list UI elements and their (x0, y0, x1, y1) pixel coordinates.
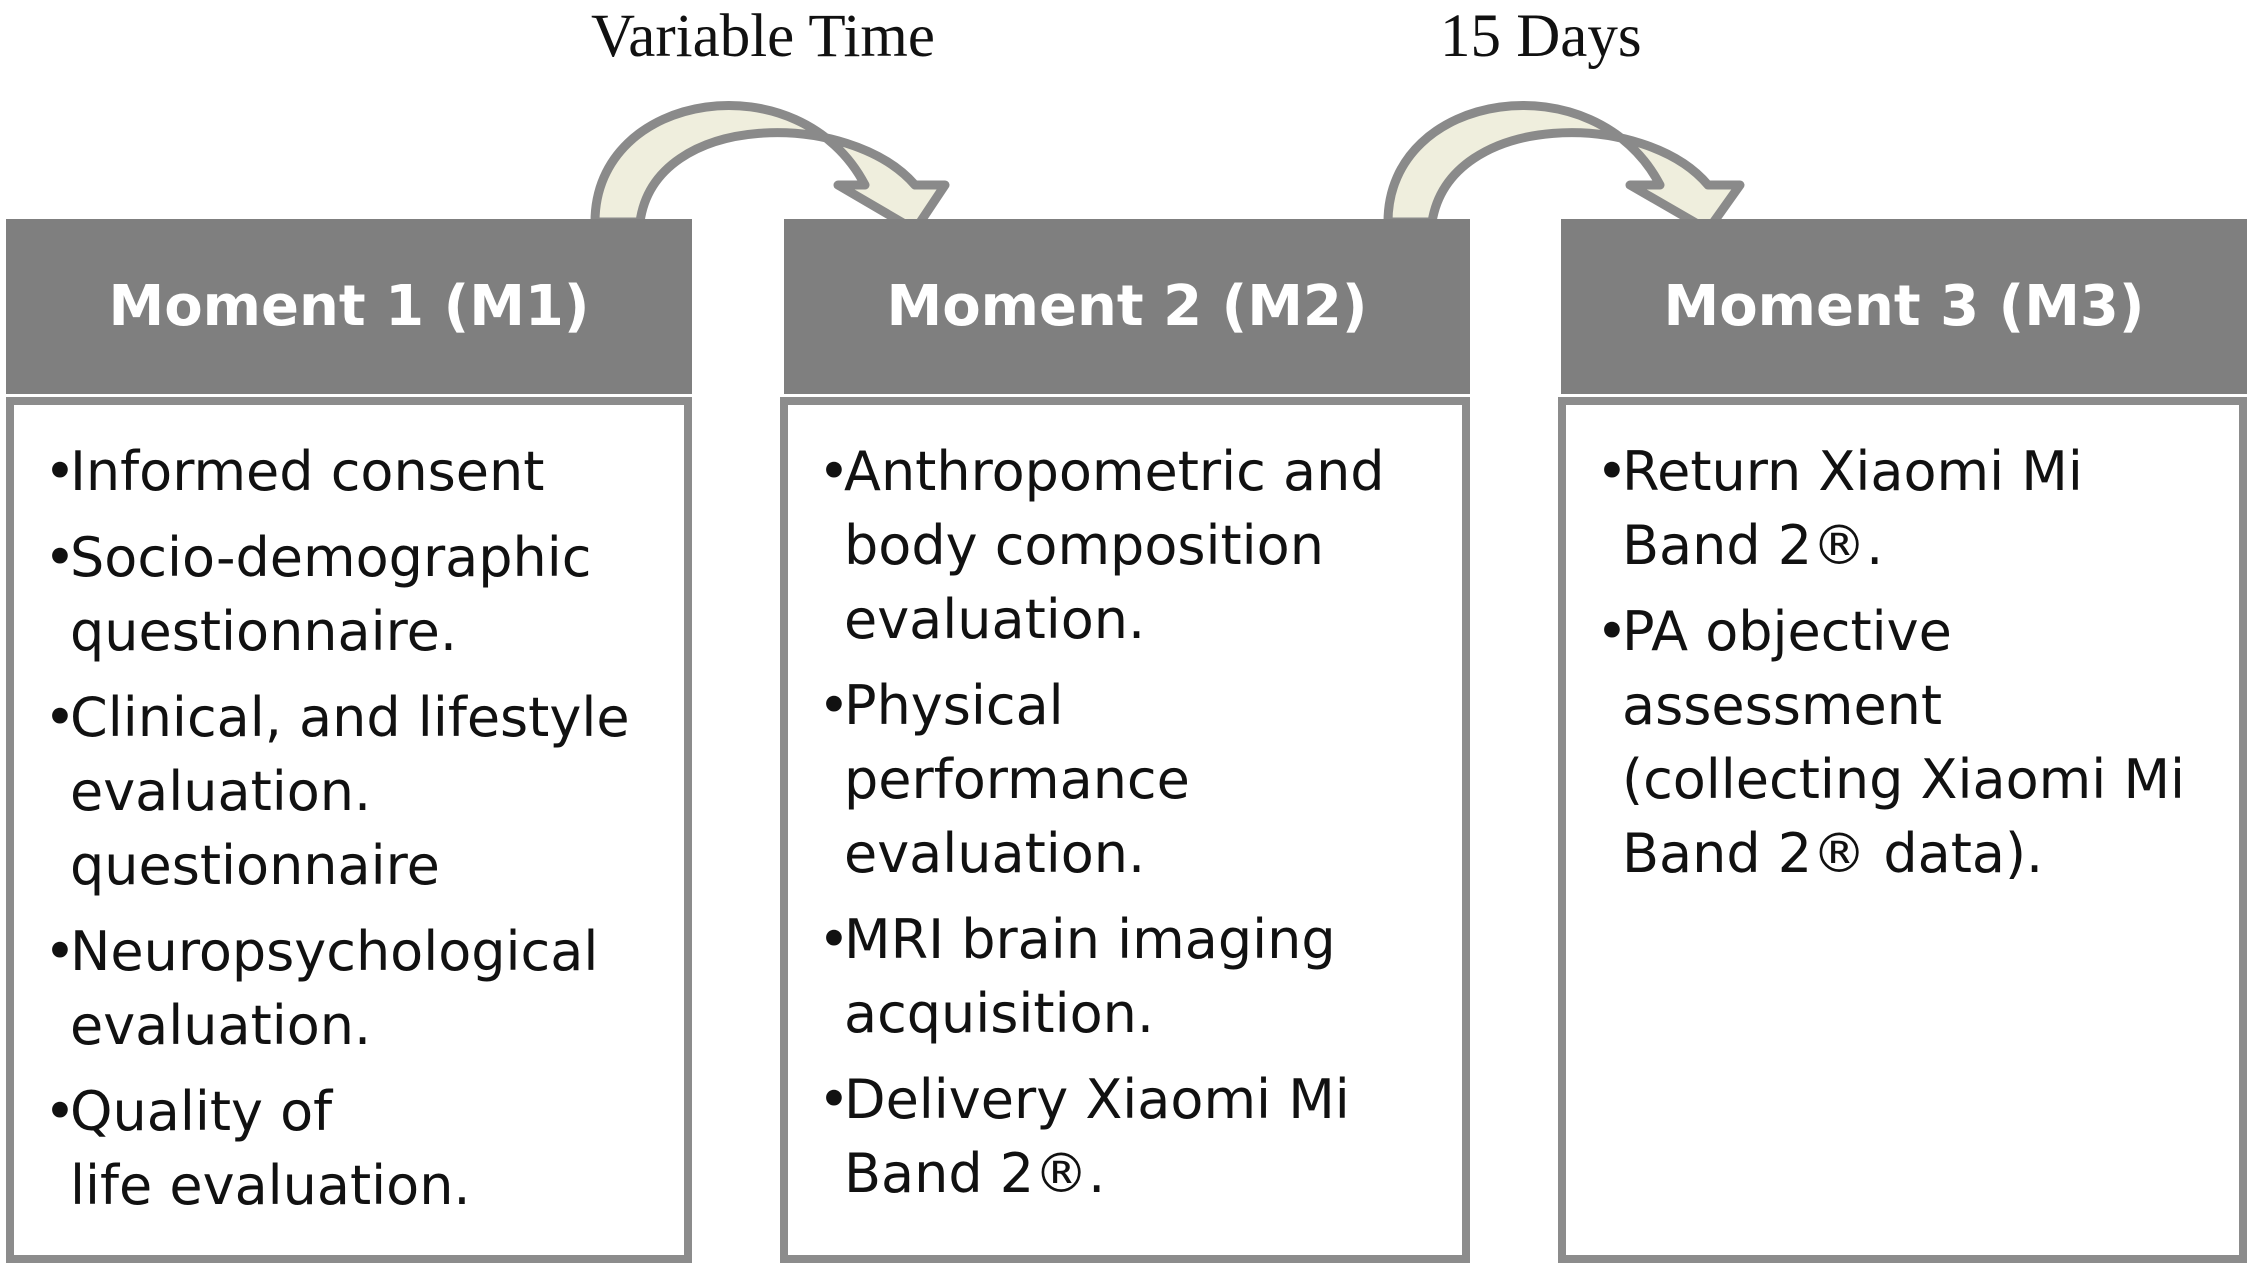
interval-label-m1-m2: Variable Time (591, 3, 935, 70)
list-item-text: Informed consent (70, 440, 545, 503)
bullet: • (1596, 600, 1628, 663)
list-item: •Delivery Xiaomi Mi Band 2®. (818, 1063, 1446, 1211)
moment-2-panel: •Anthropometric and body composition eva… (780, 397, 1470, 1263)
moment-3-header: Moment 3 (M3) (1561, 219, 2247, 394)
curved-arrow-m2-m3 (1383, 101, 1745, 235)
moment-1-panel: •Informed consent •Socio-demographic que… (6, 397, 692, 1263)
moment-2-item-list: •Anthropometric and body composition eva… (818, 435, 1446, 1211)
bullet: • (44, 686, 76, 749)
bullet: • (818, 908, 850, 971)
list-item-text: MRI brain imaging acquisition. (844, 908, 1336, 1045)
list-item: •PA objective assessment (collecting Xia… (1596, 595, 2223, 891)
list-item-text: Neuropsychological evaluation. (70, 920, 599, 1057)
bullet: • (1596, 440, 1628, 503)
list-item-text: Quality of life evaluation. (70, 1080, 471, 1217)
list-item: •Physical performance evaluation. (818, 669, 1446, 891)
list-item: •Neuropsychological evaluation. (44, 915, 668, 1063)
list-item-text: Anthropometric and body composition eval… (844, 440, 1385, 651)
list-item: •Quality of life evaluation. (44, 1075, 668, 1223)
list-item-text: PA objective assessment (collecting Xiao… (1622, 600, 2186, 885)
bullet: • (818, 440, 850, 503)
bullet: • (44, 1080, 76, 1143)
list-item: •Informed consent (44, 435, 668, 509)
bullet: • (44, 440, 76, 503)
bullet: • (44, 920, 76, 983)
interval-label-m2-m3: 15 Days (1440, 3, 1642, 70)
list-item: •Socio-demographic questionnaire. (44, 521, 668, 669)
list-item-text: Delivery Xiaomi Mi Band 2®. (844, 1068, 1350, 1205)
moment-2-header: Moment 2 (M2) (784, 219, 1470, 394)
list-item-text: Physical performance evaluation. (844, 674, 1190, 885)
moment-3-item-list: •Return Xiaomi Mi Band 2®. •PA objective… (1596, 435, 2223, 891)
curved-arrow-m1-m2 (590, 101, 950, 235)
list-item: •Clinical, and lifestyle evaluation. que… (44, 681, 668, 903)
list-item: •Return Xiaomi Mi Band 2®. (1596, 435, 2223, 583)
moment-1-item-list: •Informed consent •Socio-demographic que… (44, 435, 668, 1223)
list-item: •MRI brain imaging acquisition. (818, 903, 1446, 1051)
moment-1-header: Moment 1 (M1) (6, 219, 692, 394)
bullet: • (818, 674, 850, 737)
list-item: •Anthropometric and body composition eva… (818, 435, 1446, 657)
list-item-text: Clinical, and lifestyle evaluation. ques… (70, 686, 630, 897)
bullet: • (44, 526, 76, 589)
list-item-text: Socio-demographic questionnaire. (70, 526, 592, 663)
moment-3-panel: •Return Xiaomi Mi Band 2®. •PA objective… (1558, 397, 2247, 1263)
list-item-text: Return Xiaomi Mi Band 2®. (1622, 440, 2083, 577)
bullet: • (818, 1068, 850, 1131)
